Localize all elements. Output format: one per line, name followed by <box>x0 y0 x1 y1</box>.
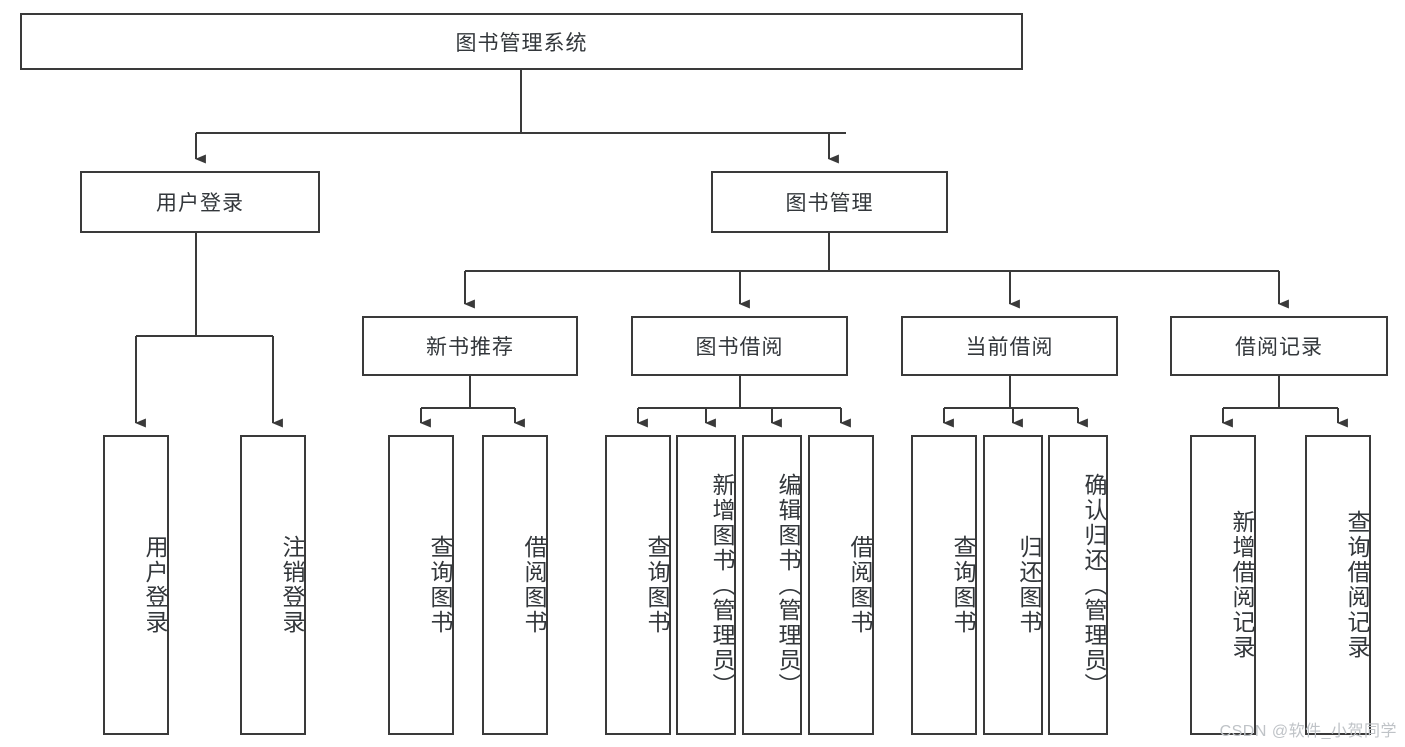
node-confirm-return-admin[interactable]: 确认归还（管理员） <box>1048 435 1108 735</box>
node-user-login[interactable]: 用户登录 <box>80 171 320 233</box>
node-edit-book-admin[interactable]: 编辑图书（管理员） <box>742 435 802 735</box>
watermark: CSDN @软件_小贺同学 <box>1219 723 1397 740</box>
node-confirm-return-admin-label: 确认归还（管理员） <box>1081 472 1107 698</box>
node-user-login-action[interactable]: 用户登录 <box>103 435 169 735</box>
node-root-label: 图书管理系统 <box>455 31 588 55</box>
node-user-login-action-label: 用户登录 <box>142 535 168 635</box>
node-query-book-current[interactable]: 查询图书 <box>911 435 977 735</box>
node-query-book-recommend[interactable]: 查询图书 <box>388 435 454 735</box>
node-add-borrow-record[interactable]: 新增借阅记录 <box>1190 435 1256 735</box>
node-edit-book-admin-label: 编辑图书（管理员） <box>775 472 801 698</box>
node-book-borrow[interactable]: 图书借阅 <box>631 316 848 376</box>
node-logout-action-label: 注销登录 <box>279 535 305 635</box>
node-borrow-book-recommend-label: 借阅图书 <box>521 535 547 635</box>
node-return-book[interactable]: 归还图书 <box>983 435 1043 735</box>
node-add-book-admin-label: 新增图书（管理员） <box>709 472 735 698</box>
node-root[interactable]: 图书管理系统 <box>20 13 1023 70</box>
node-return-book-label: 归还图书 <box>1016 535 1042 635</box>
node-logout-action[interactable]: 注销登录 <box>240 435 306 735</box>
node-borrow-record-label: 借阅记录 <box>1235 336 1323 359</box>
node-new-book-recommend[interactable]: 新书推荐 <box>362 316 578 376</box>
node-user-login-label: 用户登录 <box>156 192 244 215</box>
node-query-book-recommend-label: 查询图书 <box>427 535 453 635</box>
node-book-management[interactable]: 图书管理 <box>711 171 948 233</box>
node-add-book-admin[interactable]: 新增图书（管理员） <box>676 435 736 735</box>
node-query-book-current-label: 查询图书 <box>950 535 976 635</box>
node-query-borrow-record[interactable]: 查询借阅记录 <box>1305 435 1371 735</box>
node-book-management-label: 图书管理 <box>785 192 874 215</box>
node-query-book-borrow-label: 查询图书 <box>644 535 670 635</box>
node-new-book-recommend-label: 新书推荐 <box>426 336 514 359</box>
node-book-borrow-label: 图书借阅 <box>695 336 784 359</box>
node-borrow-record[interactable]: 借阅记录 <box>1170 316 1388 376</box>
node-current-borrow-label: 当前借阅 <box>965 336 1054 359</box>
node-add-borrow-record-label: 新增借阅记录 <box>1229 510 1255 660</box>
node-borrow-book-action-label: 借阅图书 <box>847 535 873 635</box>
node-query-borrow-record-label: 查询借阅记录 <box>1344 510 1370 660</box>
node-query-book-borrow[interactable]: 查询图书 <box>605 435 671 735</box>
node-borrow-book-recommend[interactable]: 借阅图书 <box>482 435 548 735</box>
node-borrow-book-action[interactable]: 借阅图书 <box>808 435 874 735</box>
node-current-borrow[interactable]: 当前借阅 <box>901 316 1118 376</box>
